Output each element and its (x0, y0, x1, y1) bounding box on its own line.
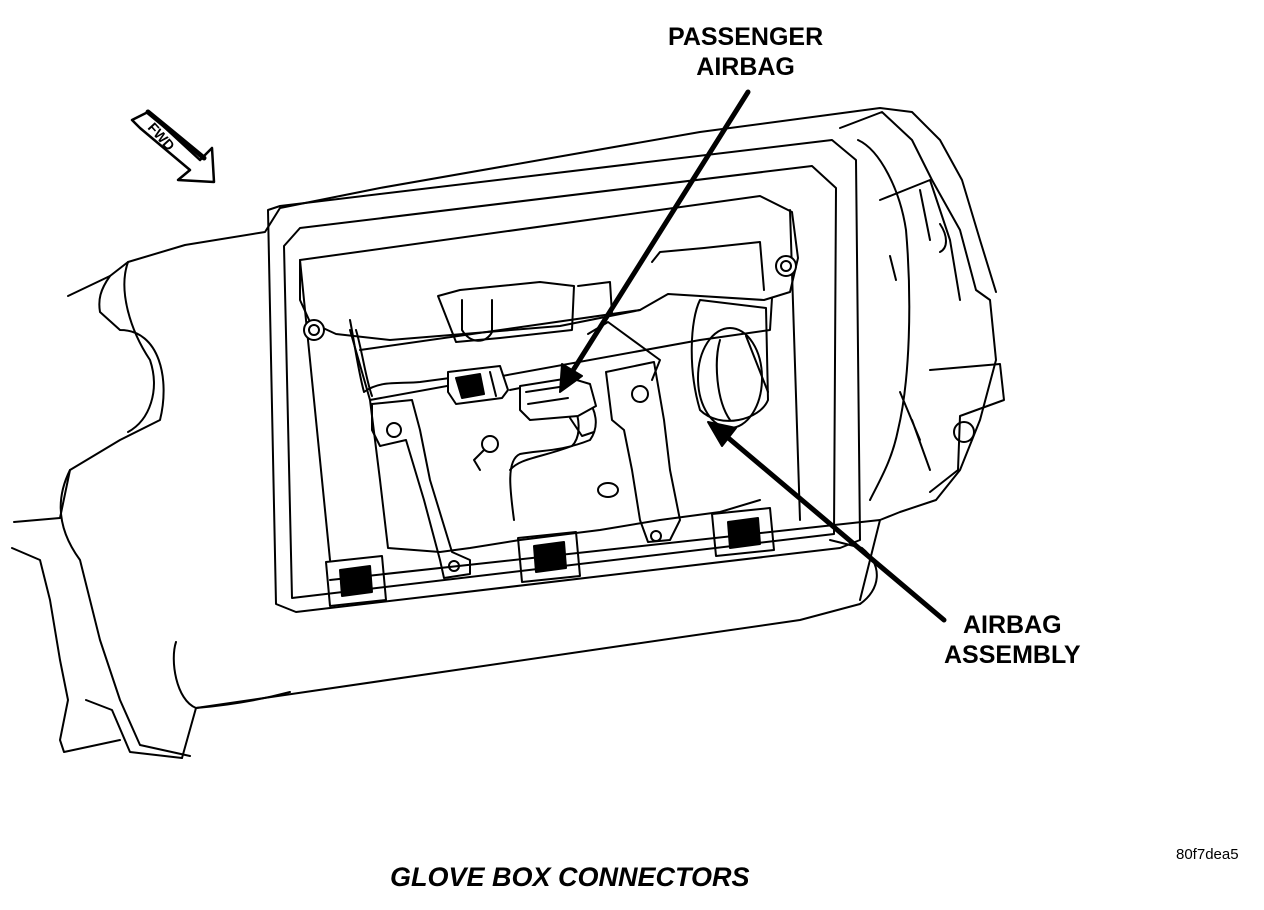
airbag-connector (519, 377, 597, 437)
latch-clip-right (711, 507, 775, 557)
airbag-assembly-line1: AIRBAG (963, 611, 1062, 639)
dashboard-shell (11, 107, 997, 759)
airbag-assembly-line2: ASSEMBLY (944, 641, 1081, 669)
latch-clip-left (325, 555, 387, 607)
mount-stud (597, 482, 619, 498)
image-code: 80f7dea5 (1176, 846, 1239, 863)
fwd-arrow-icon: FWD (130, 109, 216, 184)
lower-rail (329, 519, 881, 581)
harness-connector-left (447, 365, 509, 405)
figure-caption: GLOVE BOX CONNECTORS (390, 862, 750, 892)
right-hinge-strap (587, 321, 681, 543)
passenger-airbag-callout: PASSENGER AIRBAG (668, 22, 823, 82)
airbag-assembly-callout: AIRBAG ASSEMBLY (944, 610, 1081, 670)
right-side-panel (839, 111, 1005, 601)
passenger-airbag-line2: AIRBAG (696, 53, 795, 81)
wiring-harness (349, 319, 597, 521)
passenger-airbag-leader (559, 89, 751, 393)
glove-box-frame (267, 139, 861, 613)
passenger-airbag-line1: PASSENGER (668, 23, 824, 51)
airbag-assembly-leader (707, 421, 947, 623)
